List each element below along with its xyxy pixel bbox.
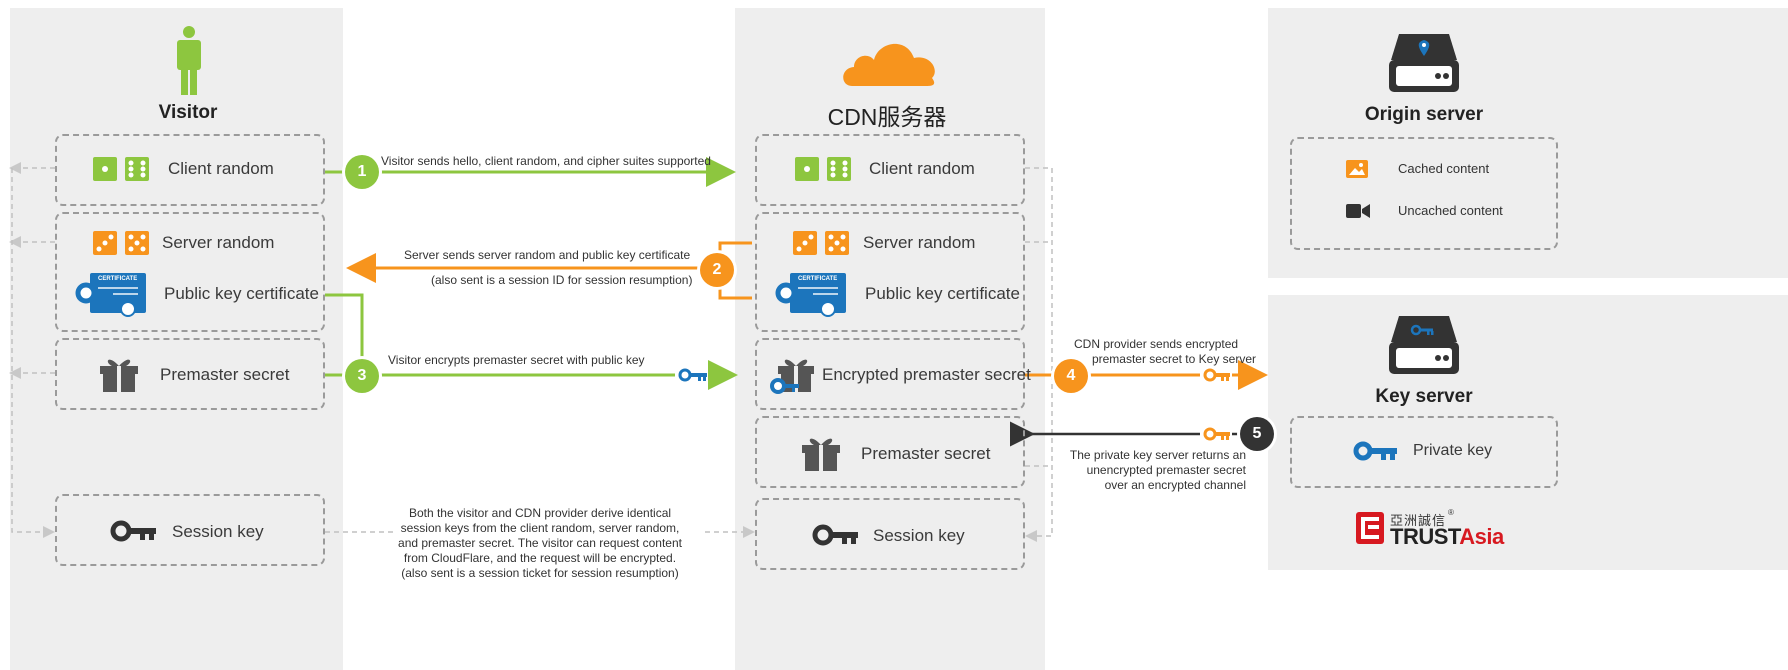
trustasia-wordmark: TRUSTAsia bbox=[1390, 524, 1504, 550]
step-1-badge: 1 bbox=[345, 155, 379, 189]
visitor-session-key-label: Session key bbox=[172, 522, 264, 541]
visitor-premaster-box bbox=[55, 338, 325, 410]
cdn-server-random-label: Server random bbox=[863, 233, 976, 252]
visitor-server-box bbox=[55, 212, 325, 332]
certificate-icon bbox=[775, 273, 846, 317]
trustasia-mark: ® bbox=[1448, 508, 1454, 517]
keyserver-panel bbox=[1268, 295, 1788, 570]
orange-key-icon bbox=[1203, 427, 1230, 441]
step-5-badge: 5 bbox=[1240, 417, 1274, 451]
step-2-badge: 2 bbox=[700, 253, 734, 287]
private-key-label: Private key bbox=[1413, 442, 1493, 459]
step-3-badge: 3 bbox=[345, 359, 379, 393]
private-key-icon bbox=[1353, 441, 1397, 461]
private-key-box bbox=[1290, 416, 1558, 488]
visitor-title: Visitor bbox=[158, 102, 218, 123]
session-note-line-4: from CloudFlare, and the request will be… bbox=[403, 551, 677, 565]
session-note: Both the visitor and CDN provider derive… bbox=[380, 506, 700, 581]
session-note-line-5: (also sent is a session ticket for sessi… bbox=[401, 566, 679, 580]
cdn-public-key-certificate-label: Public key certificate bbox=[865, 284, 1020, 303]
visitor-client-random-label: Client random bbox=[168, 159, 274, 178]
keyserver-title: Key server bbox=[1375, 386, 1473, 407]
cdn-encrypted-premaster-label: Encrypted premaster secret bbox=[822, 365, 1031, 384]
trustasia-mark-icon bbox=[1356, 512, 1384, 544]
orange-key-icon bbox=[1203, 368, 1230, 382]
cached-content-label: Cached content bbox=[1398, 161, 1490, 176]
encrypted-gift-icon bbox=[770, 359, 814, 394]
key-icon bbox=[110, 520, 156, 542]
step-4-line-2: premaster secret to Key server bbox=[1091, 352, 1256, 366]
step-4-line-1: CDN provider sends encrypted bbox=[1074, 337, 1239, 351]
cdn-session-key-box bbox=[755, 498, 1025, 570]
visitor-session-key-box bbox=[55, 494, 325, 566]
gift-icon bbox=[802, 438, 840, 471]
session-note-line-3: and premaster secret. The visitor can re… bbox=[398, 536, 682, 550]
cdn-premaster-secret-label: Premaster secret bbox=[861, 444, 991, 463]
trustasia-trust: TRUST bbox=[1390, 524, 1460, 549]
step-5-text: The private key server returns an unencr… bbox=[1040, 448, 1246, 493]
cdn-session-key-label: Session key bbox=[873, 526, 965, 545]
video-camera-icon bbox=[1346, 204, 1370, 218]
trustasia-asia: Asia bbox=[1459, 524, 1504, 549]
certificate-icon bbox=[75, 273, 146, 317]
cloud-icon bbox=[843, 43, 935, 86]
step-2-text: Server sends server random and public ke… bbox=[404, 248, 691, 262]
server-location-icon bbox=[1389, 34, 1459, 92]
step-5-line-1: The private key server returns an bbox=[1069, 448, 1246, 462]
step-5-line-2: unencrypted premaster secret bbox=[1086, 463, 1246, 477]
visitor-public-key-certificate-label: Public key certificate bbox=[164, 284, 319, 303]
step-4-badge: 4 bbox=[1054, 359, 1088, 393]
cdn-client-random-label: Client random bbox=[869, 159, 975, 178]
origin-panel bbox=[1268, 8, 1788, 278]
orange-dice-icon bbox=[93, 231, 149, 255]
step-5-line-3: over an encrypted channel bbox=[1104, 478, 1246, 492]
certificate-caption: CERTIFICATE bbox=[798, 276, 838, 282]
cdn-server-box bbox=[755, 212, 1025, 332]
trustasia-chinese: 亞洲誠信 bbox=[1390, 513, 1447, 528]
visitor-premaster-secret-label: Premaster secret bbox=[160, 365, 290, 384]
blue-key-icon bbox=[678, 368, 707, 382]
green-dice-icon bbox=[93, 157, 149, 181]
cdn-title: CDN服务器 bbox=[827, 104, 947, 130]
cdn-client-random-box bbox=[755, 134, 1025, 206]
origin-title: Origin server bbox=[1364, 104, 1484, 125]
step-4-text: CDN provider sends encrypted premaster s… bbox=[1060, 337, 1256, 367]
cdn-encrypted-premaster-box bbox=[755, 338, 1025, 410]
trustasia-logo: 亞洲誠信 ® TRUSTAsia bbox=[1356, 508, 1516, 550]
cdn-premaster-box bbox=[755, 416, 1025, 488]
green-dice-icon bbox=[795, 157, 851, 181]
uncached-content-label: Uncached content bbox=[1398, 203, 1503, 218]
person-icon bbox=[177, 26, 201, 95]
certificate-caption: CERTIFICATE bbox=[98, 276, 138, 282]
server-key-icon bbox=[1389, 316, 1459, 374]
step-2-subtext: (also sent is a session ID for session r… bbox=[431, 273, 693, 287]
session-note-line-1: Both the visitor and CDN provider derive… bbox=[408, 506, 672, 520]
image-icon bbox=[1346, 160, 1368, 178]
key-icon bbox=[812, 524, 858, 546]
visitor-client-random-box bbox=[55, 134, 325, 206]
visitor-server-random-label: Server random bbox=[162, 233, 275, 252]
session-note-line-2: session keys from the client random, ser… bbox=[400, 521, 680, 535]
step-1-text: Visitor sends hello, client random, and … bbox=[381, 154, 711, 168]
gift-icon bbox=[100, 359, 138, 392]
origin-content-box bbox=[1290, 137, 1558, 250]
step-3-text: Visitor encrypts premaster secret with p… bbox=[388, 353, 645, 367]
orange-dice-icon bbox=[793, 231, 849, 255]
